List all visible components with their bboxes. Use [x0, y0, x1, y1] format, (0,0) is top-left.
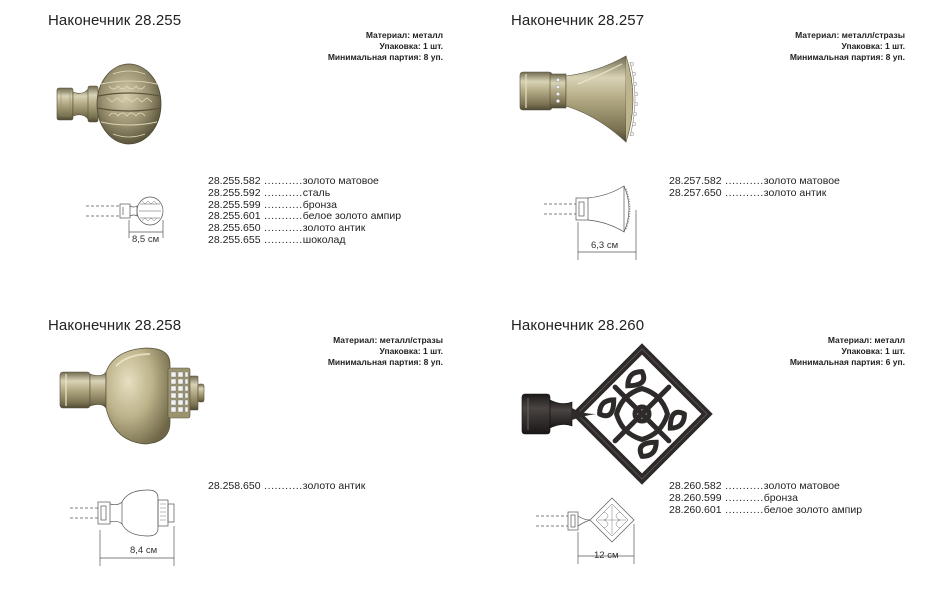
finial-28-258-photo — [59, 347, 205, 445]
list-item: 28.260.599 ...........бронза — [669, 491, 798, 504]
dimension-label: 8,5 см — [132, 234, 160, 245]
variant-list: 28.257.582 ...........золото матовое 28.… — [669, 175, 840, 200]
product-specs: Материал: металл/стразы Упаковка: 1 шт. … — [790, 30, 905, 63]
finial-28-255-drawing — [86, 196, 164, 238]
variant-list: 28.258.650 ...........золото антик — [208, 480, 366, 493]
product-specs: Материал: металл/стразы Упаковка: 1 шт. … — [328, 335, 443, 368]
list-item: 28.258.650 ...........золото антик — [208, 480, 366, 492]
finial-28-255-photo — [56, 63, 162, 145]
list-item: 28.255.650 ...........золото антик — [208, 222, 366, 235]
list-item: 28.255.655 ...........шоколад — [208, 233, 346, 246]
finial-28-260-photo — [521, 343, 713, 485]
finial-28-258-drawing — [70, 489, 175, 566]
spec-packaging: Упаковка: 1 шт. — [379, 346, 443, 356]
spec-packaging: Упаковка: 1 шт. — [841, 346, 905, 356]
spec-material: Материал: металл — [827, 335, 905, 345]
spec-min-order: Минимальная партия: 6 уп. — [789, 357, 905, 367]
list-item: 28.255.592 ...........сталь — [208, 186, 331, 199]
list-item: 28.257.650 ...........золото антик — [669, 186, 827, 199]
product-title: Наконечник 28.255 — [48, 12, 182, 29]
dimension-label: 6,3 см — [591, 240, 619, 251]
variant-list: 28.260.582 ...........золото матовое 28.… — [669, 480, 863, 516]
dimension-label: 8,4 см — [130, 545, 158, 556]
product-title: Наконечник 28.257 — [511, 12, 645, 29]
spec-packaging: Упаковка: 1 шт. — [841, 41, 905, 51]
list-item: 28.255.601 ...........белое золото ампир — [208, 210, 402, 223]
spec-min-order: Минимальная партия: 8 уп. — [789, 52, 905, 62]
product-title: Наконечник 28.258 — [48, 317, 182, 334]
finial-28-257-drawing — [544, 185, 637, 260]
list-item: 28.255.599 ...........бронза — [208, 198, 337, 211]
spec-material: Материал: металл/стразы — [795, 30, 905, 40]
finial-28-260-drawing — [536, 497, 635, 564]
spec-packaging: Упаковка: 1 шт. — [379, 41, 443, 51]
spec-material: Материал: металл — [365, 30, 443, 40]
spec-min-order: Минимальная партия: 8 уп. — [327, 52, 443, 62]
spec-material: Материал: металл/стразы — [333, 335, 443, 345]
list-item: 28.260.582 ...........золото матовое — [669, 480, 840, 492]
list-item: 28.260.601 ...........белое золото ампир — [669, 503, 863, 516]
spec-min-order: Минимальная партия: 8 уп. — [327, 357, 443, 367]
finial-28-257-photo — [519, 55, 638, 143]
product-specs: Материал: металл Упаковка: 1 шт. Минимал… — [328, 30, 443, 63]
product-specs: Материал: металл Упаковка: 1 шт. Минимал… — [790, 335, 905, 368]
dimension-label: 12 см — [594, 550, 619, 561]
list-item: 28.257.582 ...........золото матовое — [669, 175, 840, 187]
product-title: Наконечник 28.260 — [511, 317, 645, 334]
list-item: 28.255.582 ...........золото матовое — [208, 175, 379, 187]
variant-list: 28.255.582 ...........золото матовое 28.… — [208, 175, 402, 247]
